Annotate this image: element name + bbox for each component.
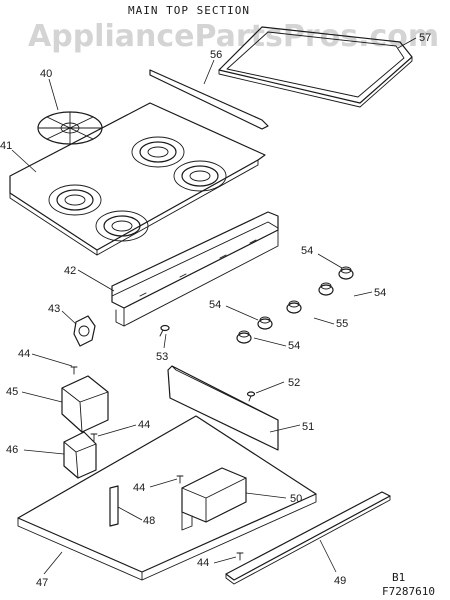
callout-57: 57 [419, 32, 431, 44]
diagram-title: MAIN TOP SECTION [128, 4, 250, 17]
callout-40: 40 [40, 68, 52, 80]
callout-42: 42 [64, 265, 76, 277]
callout-49: 49 [334, 575, 346, 587]
part-43-valve [73, 315, 96, 347]
callout-44-d: 44 [197, 557, 209, 569]
part-54-55-knobs [236, 266, 354, 344]
part-50-bracket [181, 467, 247, 531]
part-41-cooktop [9, 102, 266, 256]
callout-53: 53 [156, 351, 168, 363]
part-44-screws [70, 366, 244, 561]
callout-54-b: 54 [374, 287, 386, 299]
part-49-trim [225, 491, 391, 585]
callout-50: 50 [290, 493, 302, 505]
callout-43: 43 [48, 303, 60, 315]
callout-45: 45 [6, 386, 18, 398]
part-53-screw [159, 324, 170, 337]
callout-46: 46 [6, 444, 18, 456]
callout-47: 47 [36, 577, 48, 589]
part-40-grate [37, 111, 103, 145]
part-56-strip [149, 69, 269, 130]
callout-54-d: 54 [288, 340, 300, 352]
callout-44-a: 44 [18, 348, 30, 360]
callout-54-a: 54 [301, 245, 313, 257]
callout-54-c: 54 [209, 299, 221, 311]
watermark-text: AppliancePartsPros.com [28, 19, 439, 54]
part-45-bracket [61, 375, 109, 433]
footer-code-b1: B1 [392, 571, 405, 584]
callout-44-b: 44 [138, 419, 150, 431]
part-46-bracket [63, 431, 97, 479]
callout-56: 56 [210, 49, 222, 61]
callout-52: 52 [288, 377, 300, 389]
part-51-panel [167, 365, 279, 451]
callout-55: 55 [336, 318, 348, 330]
part-42-channel [111, 211, 279, 327]
callout-48: 48 [143, 515, 155, 527]
part-48-post [109, 485, 119, 527]
part-52-screw [246, 391, 256, 402]
callout-44-c: 44 [133, 482, 145, 494]
footer-code-model: F7287610 [382, 585, 435, 598]
callout-51: 51 [302, 421, 314, 433]
part-57-cover [218, 26, 413, 108]
callout-41: 41 [0, 140, 12, 152]
part-47-base [17, 415, 317, 581]
